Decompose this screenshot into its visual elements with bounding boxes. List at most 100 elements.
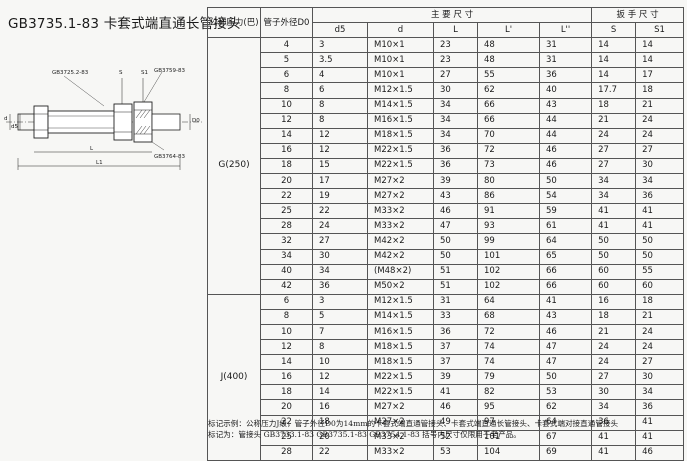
callout-s: S — [119, 70, 123, 76]
table-cell: 8 — [260, 82, 313, 99]
spec-table: 公称压力(巴) 管子外径D0 主 要 尺 寸 扳 手 尺 寸 d5 d L L'… — [207, 6, 685, 461]
table-cell: 24 — [635, 127, 685, 144]
table-cell: 16 — [591, 293, 637, 310]
callout-gb3759: GB3759-83 — [154, 68, 186, 74]
table-cell: 39 — [433, 173, 478, 190]
table-cell: 8 — [312, 339, 368, 356]
table-cell: 39 — [433, 369, 478, 386]
table-cell: 17 — [312, 173, 368, 190]
table-cell: 18 — [260, 157, 313, 175]
table-cell: 20 — [260, 173, 313, 190]
table-cell: 46 — [433, 399, 478, 416]
table-cell: 54 — [538, 188, 593, 205]
callout-s1: S1 — [141, 70, 148, 76]
header-main-dimensions: 主 要 尺 寸 — [311, 6, 593, 24]
table-cell: 61 — [538, 218, 593, 235]
table-cell: 72 — [477, 323, 540, 341]
table-cell: 47 — [538, 339, 593, 356]
callout-d0: D0 — [192, 118, 200, 124]
table-cell: 23 — [433, 52, 478, 69]
table-cell: 21 — [635, 308, 685, 325]
table-cell: 91 — [477, 203, 540, 220]
table-cell: 34 — [312, 263, 368, 280]
marking-note: 标记示例：公称压力J级，管子外径D0为14mm的卡套式端直通管接头、卡套式端直通… — [208, 418, 682, 440]
table-cell: 53 — [538, 384, 593, 401]
table-cell: 41 — [635, 203, 685, 220]
table-cell: 50 — [433, 248, 478, 265]
table-cell: 46 — [538, 157, 593, 175]
table-cell: 41 — [635, 218, 685, 235]
table-cell: 4 — [312, 67, 368, 84]
table-cell: 8 — [312, 97, 368, 114]
table-cell: 34 — [635, 173, 685, 190]
table-cell: M33×2 — [367, 444, 434, 461]
table-cell: 50 — [591, 248, 637, 265]
callout-d5: d5 — [11, 124, 18, 130]
table-cell: 14 — [260, 354, 313, 371]
table-cell: 30 — [433, 82, 478, 99]
table-cell: 80 — [477, 173, 540, 190]
table-cell: 95 — [477, 399, 540, 416]
table-cell: M16×1.5 — [367, 112, 434, 129]
table-cell: 14 — [591, 37, 637, 54]
table-cell: 60 — [591, 263, 637, 280]
table-cell: M27×2 — [367, 399, 434, 416]
table-cell: 50 — [433, 233, 478, 250]
table-header: 公称压力(巴) 管子外径D0 主 要 尺 寸 扳 手 尺 寸 d5 d L L'… — [207, 6, 685, 39]
table-cell: 33 — [433, 308, 478, 325]
table-cell: 73 — [477, 157, 540, 175]
table-cell: 27 — [433, 67, 478, 84]
table-cell: M22×1.5 — [367, 369, 434, 386]
table-cell: 24 — [591, 127, 637, 144]
table-cell: 69 — [538, 444, 593, 461]
table-cell: 30 — [591, 384, 637, 401]
table-cell: 24 — [635, 339, 685, 356]
table-cell: 41 — [591, 444, 637, 461]
table-cell: 21 — [591, 323, 637, 341]
table-cell: 44 — [538, 112, 593, 129]
table-cell: 104 — [477, 444, 540, 461]
table-cell: 74 — [477, 354, 540, 371]
table-cell: 27 — [635, 354, 685, 371]
table-cell: 72 — [477, 142, 540, 159]
table-cell: M42×2 — [367, 233, 434, 250]
table-cell: 27 — [591, 142, 637, 159]
marking-note-line-2: 标记为：管接头 GB3733.1-83 GB3735.1-83 GB3754.1… — [208, 430, 521, 439]
table-cell: 50 — [538, 173, 593, 190]
table-cell: M16×1.5 — [367, 323, 434, 341]
table-cell: M50×2 — [367, 278, 434, 295]
table-cell: 30 — [312, 248, 368, 265]
table-cell: 12 — [260, 112, 313, 129]
table-cell: 28 — [260, 218, 313, 235]
table-cell: 21 — [591, 112, 637, 129]
table-cell: 66 — [477, 112, 540, 129]
table-cell: 66 — [538, 263, 593, 280]
table-cell: M27×2 — [367, 188, 434, 205]
table-cell: 41 — [591, 218, 637, 235]
table-cell: 24 — [635, 112, 685, 129]
table-cell: 34 — [591, 173, 637, 190]
table-cell: 102 — [477, 263, 540, 280]
table-cell: 62 — [538, 399, 593, 416]
table-cell: 51 — [433, 278, 478, 295]
table-cell: 12 — [312, 142, 368, 159]
table-cell: 34 — [433, 112, 478, 129]
table-cell: 34 — [260, 248, 313, 265]
table-cell: 14 — [312, 384, 368, 401]
header-l-double-prime: L'' — [538, 22, 593, 39]
table-cell: 14 — [635, 52, 685, 69]
table-cell: 34 — [635, 384, 685, 401]
right-pipe — [151, 113, 181, 131]
table-cell: 101 — [477, 248, 540, 265]
table-cell: 27 — [635, 142, 685, 159]
table-cell: 20 — [260, 399, 313, 416]
